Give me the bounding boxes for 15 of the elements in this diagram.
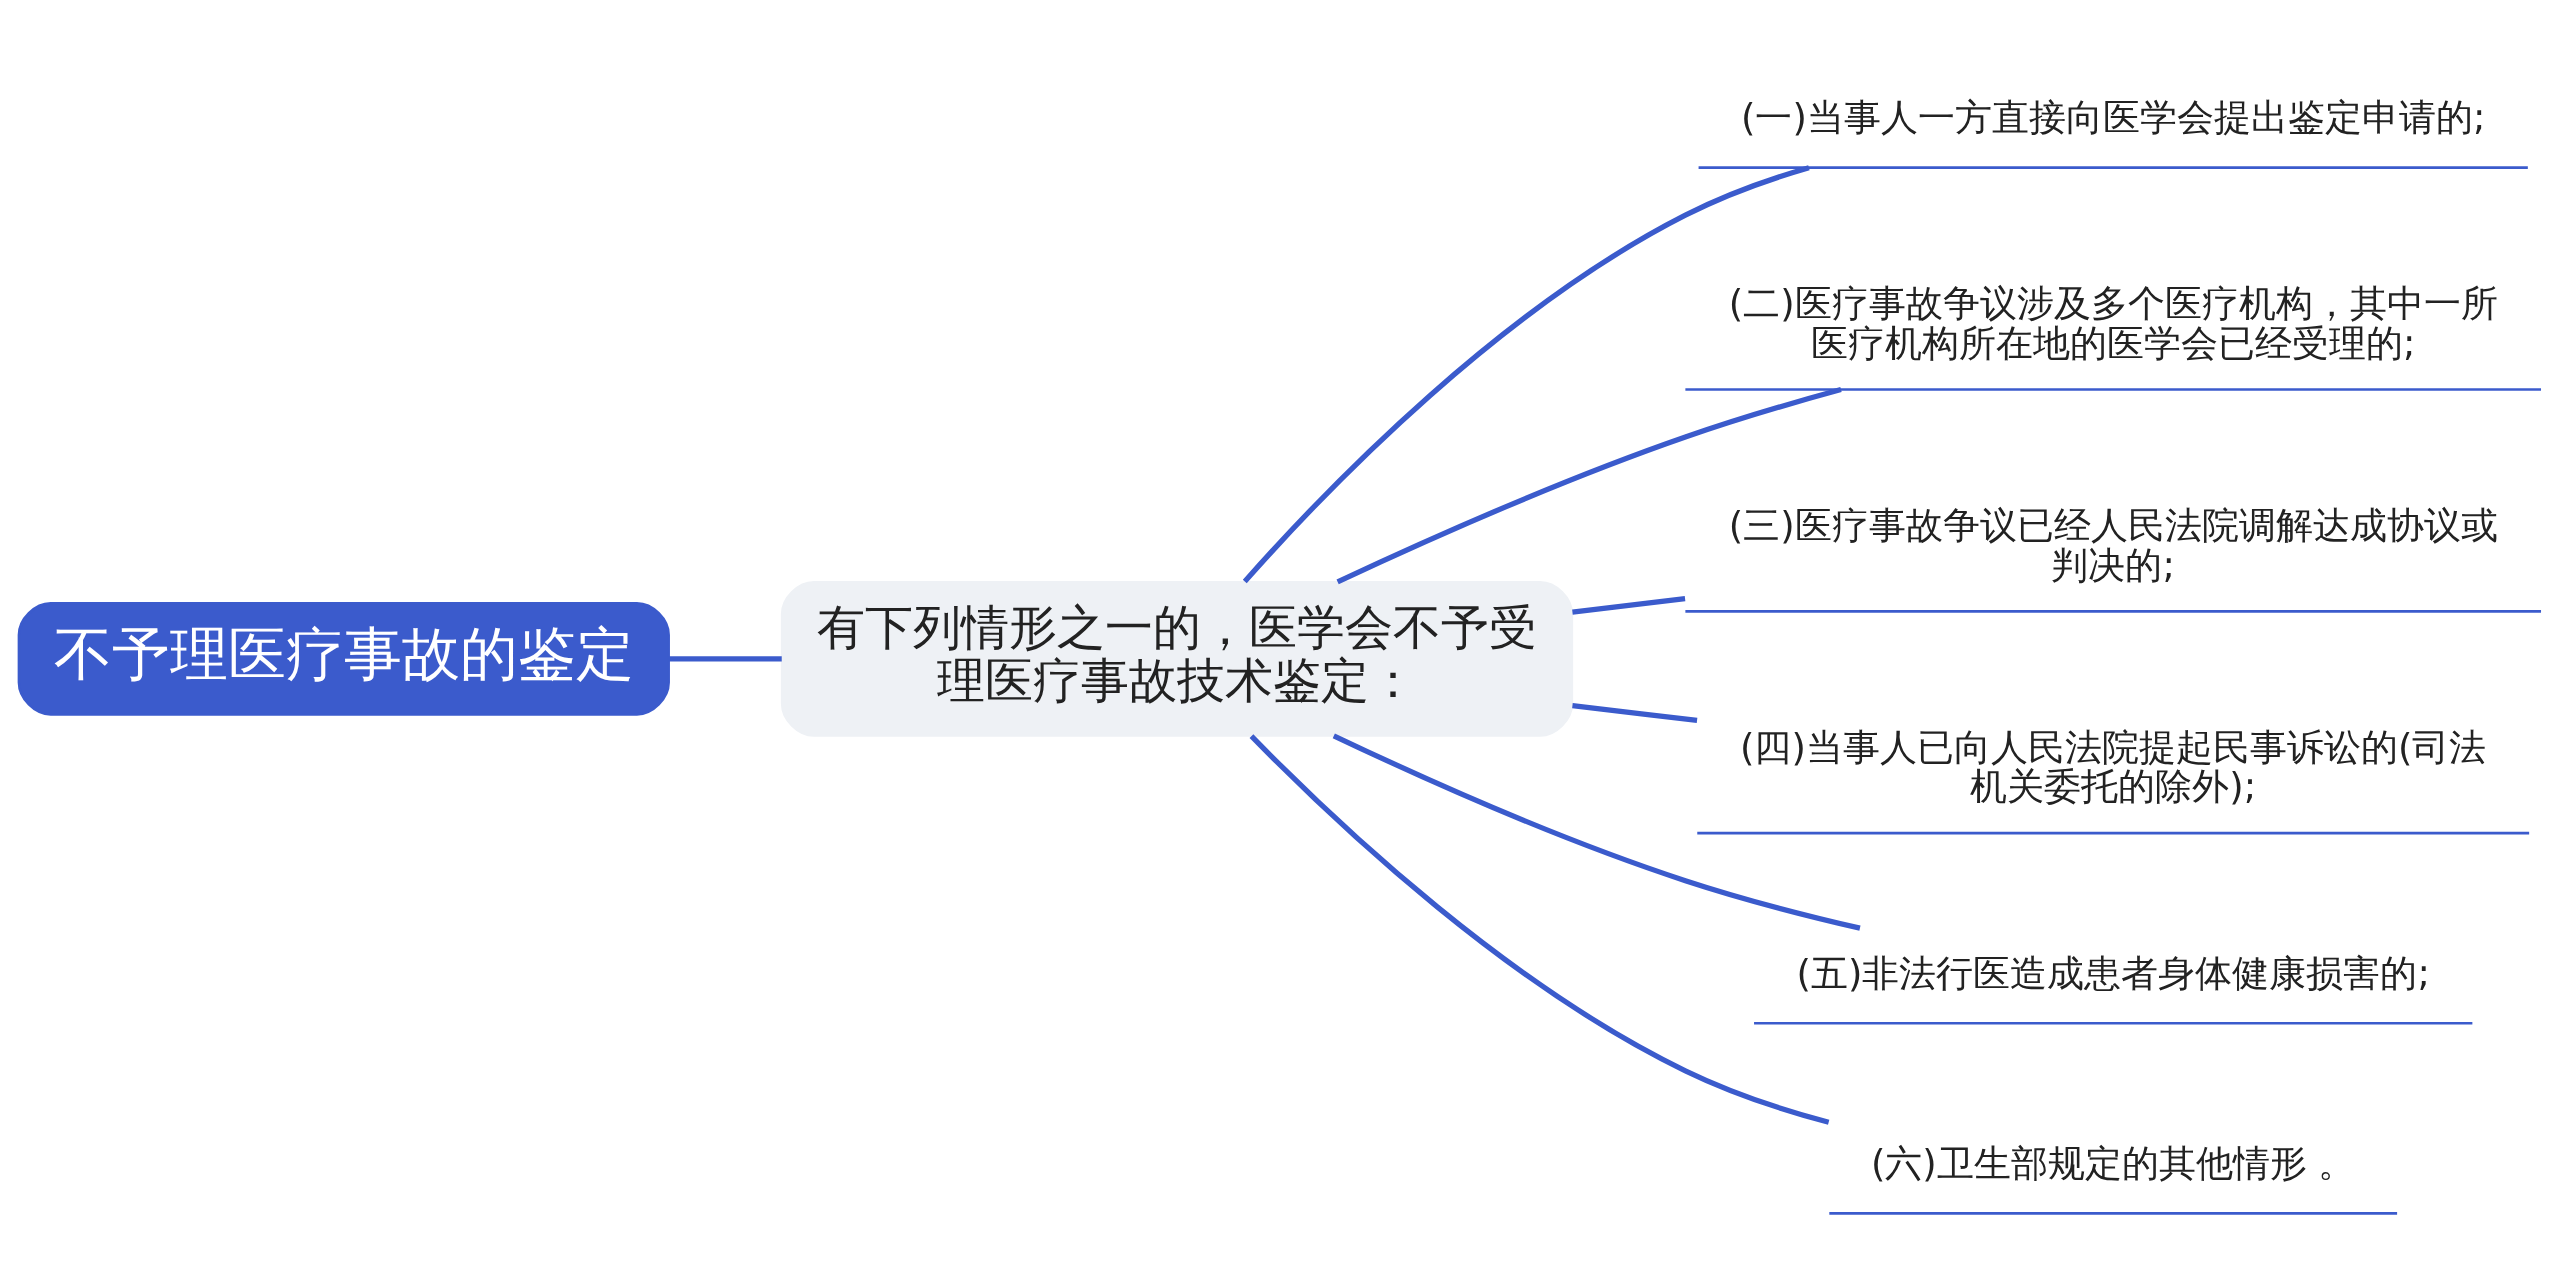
node-text: (二)医疗事故争议涉及多个医疗机构，其中一所医疗机构所在地的医学会已经受理的; [1728, 281, 2498, 365]
node-box: 不予理医疗事故的鉴定 [17, 601, 670, 716]
node-text: (一)当事人一方直接向医学会提出鉴定申请的; [1741, 95, 2486, 139]
connector [1242, 164, 1810, 583]
node-text: (四)当事人已向人民法院提起民事诉讼的(司法机关委托的除外); [1740, 725, 2487, 808]
node-text: (三)医疗事故争议已经人民法院调解达成协议或判决的; [1728, 503, 2498, 587]
connector [1249, 733, 1830, 1125]
node-text: (五)非法行医造成患者身体健康损害的; [1796, 951, 2430, 995]
node-box: 有下列情形之一的，医学会不予受理医疗事故技术鉴定： [780, 580, 1574, 737]
connector [668, 655, 782, 661]
connector [1572, 595, 1686, 615]
connector [1572, 702, 1698, 723]
node-text: (六)卫生部规定的其他情形 。 [1870, 1141, 2356, 1185]
connector [1336, 386, 1842, 584]
connector [1332, 732, 1861, 931]
